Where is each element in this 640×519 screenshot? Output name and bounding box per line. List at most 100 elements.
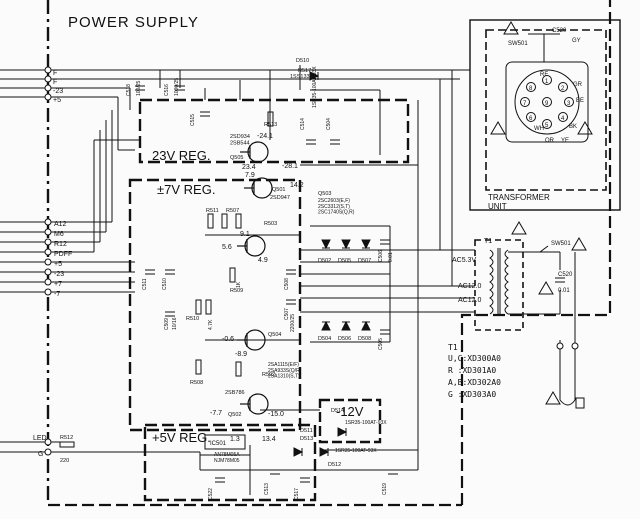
connector-top-0: F	[53, 70, 57, 77]
capacitor-7: C508	[284, 278, 290, 290]
connector-mid: A12 M6 R12 PDFF +5 -23 +7 -7	[0, 110, 140, 298]
plug-label-gr: GR	[573, 82, 583, 88]
voltage-5: 9.1	[240, 231, 250, 238]
capacitor-13: C517	[294, 488, 300, 500]
t1-ac12a: AC12.0	[458, 283, 481, 290]
cap-value-7: 220	[60, 458, 69, 464]
plug-pin-3: 4	[561, 116, 565, 122]
connector-top-1: F	[53, 79, 57, 86]
diode-9: D506	[338, 336, 351, 342]
diode-0: D510	[296, 58, 309, 64]
t1-sw501: SW501	[551, 241, 571, 247]
safety-warning-icons	[490, 21, 593, 405]
resistor-3: R503	[264, 221, 277, 227]
plug-wire-labels: RE GR BE WH BK OR YE GY SW501 C520	[508, 28, 584, 144]
q501-symbol	[251, 177, 273, 199]
diode-7: D504	[318, 336, 331, 342]
capacitor-4: C511	[142, 278, 148, 290]
t1-ac12b: AC12.0	[458, 297, 481, 304]
capacitor-8: C507	[284, 308, 290, 320]
diode-part-2: 1SR35-100AT-93X	[345, 420, 387, 426]
voltage-13: 1.3	[230, 436, 240, 443]
warning-icon	[545, 391, 561, 405]
diode-5: D512	[328, 462, 341, 468]
resistor-0: R517	[298, 68, 311, 74]
t1-ac53: AC5.3V	[452, 257, 476, 264]
t1-table-2: R :XD301A0	[448, 366, 496, 375]
q504-label: Q504	[268, 332, 281, 338]
q501-label: Q501	[272, 187, 285, 193]
capacitor-6: C509	[164, 318, 170, 330]
voltage-11: -15.0	[268, 411, 284, 418]
voltage-3: 7.9	[245, 172, 255, 179]
connector-mid-6: +7	[54, 281, 62, 288]
voltage-2: -24.1	[257, 133, 273, 140]
cap-value-2: 2200/25	[290, 314, 296, 332]
diode-11: D508	[358, 336, 371, 342]
plug-label-re: RE	[540, 72, 548, 78]
reg12-label: -12V	[336, 404, 364, 419]
capacitor-10: C505	[378, 338, 384, 350]
warning-icon	[577, 121, 593, 135]
t1-c520: C520	[558, 272, 573, 278]
diode-3: D513	[300, 436, 313, 442]
q505-symbol	[247, 141, 269, 163]
plug-label-bk: BK	[569, 124, 577, 130]
warning-icon	[511, 221, 527, 235]
connector-mid-3: PDFF	[54, 251, 72, 258]
bus-wiring	[118, 65, 475, 495]
reg23-label: 23V REG.	[152, 148, 211, 163]
resistor-9: R502	[262, 372, 275, 378]
q502-type: 2SB786	[225, 390, 245, 396]
voltage-4: 14.2	[290, 182, 304, 189]
q501-type: 2SD947	[270, 195, 290, 201]
plug-pin-0: 1	[545, 79, 549, 85]
cap-value-6: 1K	[236, 281, 242, 288]
resistor-4: R507	[226, 208, 239, 214]
reg12-box	[318, 398, 382, 444]
reg23-box	[138, 98, 410, 164]
reg7-label: ±7V REG.	[157, 182, 215, 197]
plug-symbol	[505, 33, 589, 143]
resistor-7: R508	[190, 380, 203, 386]
voltage-6: 5.6	[222, 244, 232, 251]
voltage-readings: 23.4 -28.1 -24.1 7.9 14.2 9.1 5.6 4.9 -0…	[210, 133, 304, 443]
diode-4: D514	[331, 408, 344, 414]
connector-bottom-1: G	[38, 451, 43, 458]
transformer-inner-box	[485, 29, 607, 191]
capacitor-14: C519	[382, 483, 388, 495]
capacitor-labels: C518 C516 C515 C514 C511 C510 C509 C508 …	[126, 84, 388, 500]
reg7-box	[128, 178, 302, 432]
connector-bottom: LED G	[0, 435, 150, 458]
diode-2: D511	[300, 428, 313, 434]
reg5-label: +5V REG.	[152, 430, 211, 445]
voltage-0: 23.4	[242, 164, 256, 171]
plug-label-or: OR	[545, 138, 555, 144]
q505-label: Q505	[230, 155, 243, 161]
right-boundary	[460, 0, 612, 505]
capacitor-11: C504	[326, 118, 332, 130]
capacitor-1: C516	[164, 84, 170, 96]
t1-c520-value: 0.01	[558, 288, 570, 294]
cap-value-5: 4.7K	[208, 319, 214, 330]
page-title: POWER SUPPLY	[68, 14, 199, 31]
ic501-label: IC501	[210, 441, 227, 447]
plug-pin-8: 9	[545, 101, 549, 107]
t1-label: T1	[484, 238, 492, 245]
t1-part-table: T1 U,C:XD300A0 R :XD301A0 A,B:XD302A0 G …	[448, 343, 501, 399]
cap-value-1: 1000/25	[174, 78, 180, 96]
warning-icon	[571, 237, 587, 251]
t1-table-0: T1	[448, 343, 458, 352]
voltage-9: -8.9	[235, 351, 247, 358]
connector-top-3: +5	[53, 97, 61, 104]
connector-top-pins	[0, 66, 470, 150]
capacitor-symbols	[135, 85, 398, 483]
voltage-12: 13.4	[262, 436, 276, 443]
capacitor-3: C514	[300, 118, 306, 130]
plug-label-gy: GY	[572, 38, 581, 44]
unit-boundaries	[46, 0, 621, 507]
